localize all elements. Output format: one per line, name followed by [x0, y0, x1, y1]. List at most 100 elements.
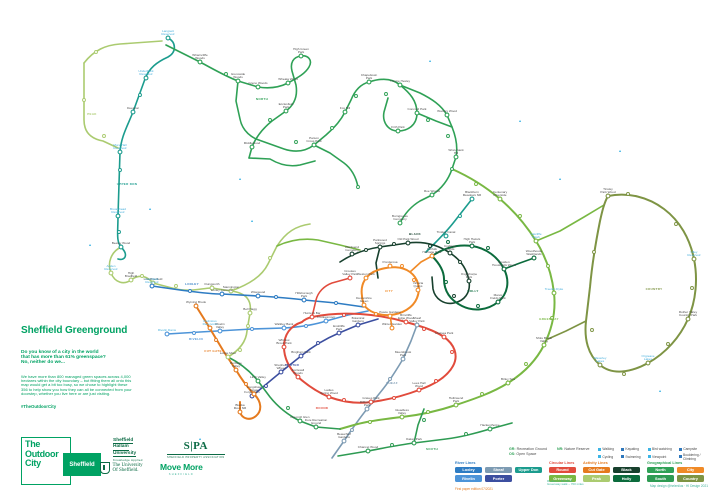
legend-line-box: Rivelin [455, 475, 482, 482]
map-station [149, 283, 155, 289]
map-stop [546, 264, 550, 268]
map-line-name-label: NORTH [256, 97, 268, 101]
map-station [453, 402, 459, 408]
map-station [283, 108, 289, 114]
map-station [164, 331, 170, 337]
map-line-ne-green [535, 204, 605, 242]
map-line-greenway [339, 168, 556, 430]
map-station [447, 250, 453, 256]
outdoor-city-text: The Outdoor City [25, 439, 59, 469]
map-station [364, 406, 370, 412]
map-station [387, 263, 393, 269]
map-station-label: Limb Valley [250, 375, 266, 379]
map-stop [224, 72, 228, 76]
map-stop [364, 248, 368, 252]
info-panel: Sheffield Greenground Do you know of a c… [21, 325, 211, 409]
map-stop [486, 246, 490, 250]
map-station-label: Crookesmoor [317, 315, 336, 319]
map-station [197, 59, 203, 65]
map-station-label: Bingham Park [291, 350, 311, 354]
map-line-greenway-link [276, 238, 361, 251]
legend-line-box: Round [549, 466, 576, 473]
map-line-round-spur [311, 277, 351, 318]
map-station-label: Tinsley Canal [437, 230, 456, 234]
map-station-label: Stannington [223, 285, 240, 289]
activity-marker-icon: ▲ [88, 243, 92, 247]
swimming-icon [621, 455, 624, 459]
map-station [255, 378, 261, 384]
map-station [363, 275, 369, 281]
map-stop [434, 379, 438, 383]
map-stop [304, 324, 308, 328]
map-line-north-h [399, 168, 453, 224]
map-station [225, 354, 231, 360]
activity-marker-icon: ▲ [148, 207, 152, 211]
map-line-name-label: CITY [385, 289, 393, 293]
legend-activity-label: Cycling [602, 454, 614, 459]
legend-activity-label: Swimming [625, 454, 641, 459]
map-station [295, 374, 301, 380]
map-station [298, 353, 304, 359]
map-station [429, 253, 435, 259]
map-line-name-label: BLACK [409, 232, 422, 236]
legend-activity: Campsite [678, 447, 712, 451]
map-stop [390, 443, 394, 447]
campsite-icon [678, 447, 682, 451]
activity-marker-icon: ▲ [618, 149, 622, 153]
map-station [414, 322, 420, 328]
legend-activity: Viewpoint [647, 453, 672, 461]
cycling-icon [598, 455, 601, 459]
map-stop [342, 398, 346, 402]
map-station [249, 144, 255, 150]
map-stop [666, 342, 670, 346]
outdoor-city-logo: The Outdoor City Sheffield [21, 437, 103, 485]
activity-marker-icon: ▲ [518, 119, 522, 123]
map-stop [458, 260, 462, 264]
map-station-label: Low Bradfield [144, 277, 163, 281]
map-station [228, 288, 234, 294]
map-station [323, 318, 329, 324]
map-line-name-label: PEAK [87, 112, 97, 116]
map-stop [174, 284, 178, 288]
map-stop [518, 214, 522, 218]
map-station [143, 75, 149, 81]
legend-line-box: Peak [583, 475, 610, 482]
map-line-name-label: SOUTH [426, 447, 438, 451]
map-stop [450, 350, 454, 354]
map-station [193, 303, 199, 309]
map-station [281, 344, 287, 350]
map-stop [82, 98, 86, 102]
legend-activity-label: Campsite [683, 447, 698, 451]
map-stop [94, 50, 98, 54]
map-stop [102, 134, 106, 138]
map-line-north-f [399, 84, 458, 170]
map-stop [550, 316, 554, 320]
map-stop [480, 392, 484, 396]
map-line-west-link [227, 356, 341, 430]
map-station [395, 128, 401, 134]
map-station [255, 84, 261, 90]
